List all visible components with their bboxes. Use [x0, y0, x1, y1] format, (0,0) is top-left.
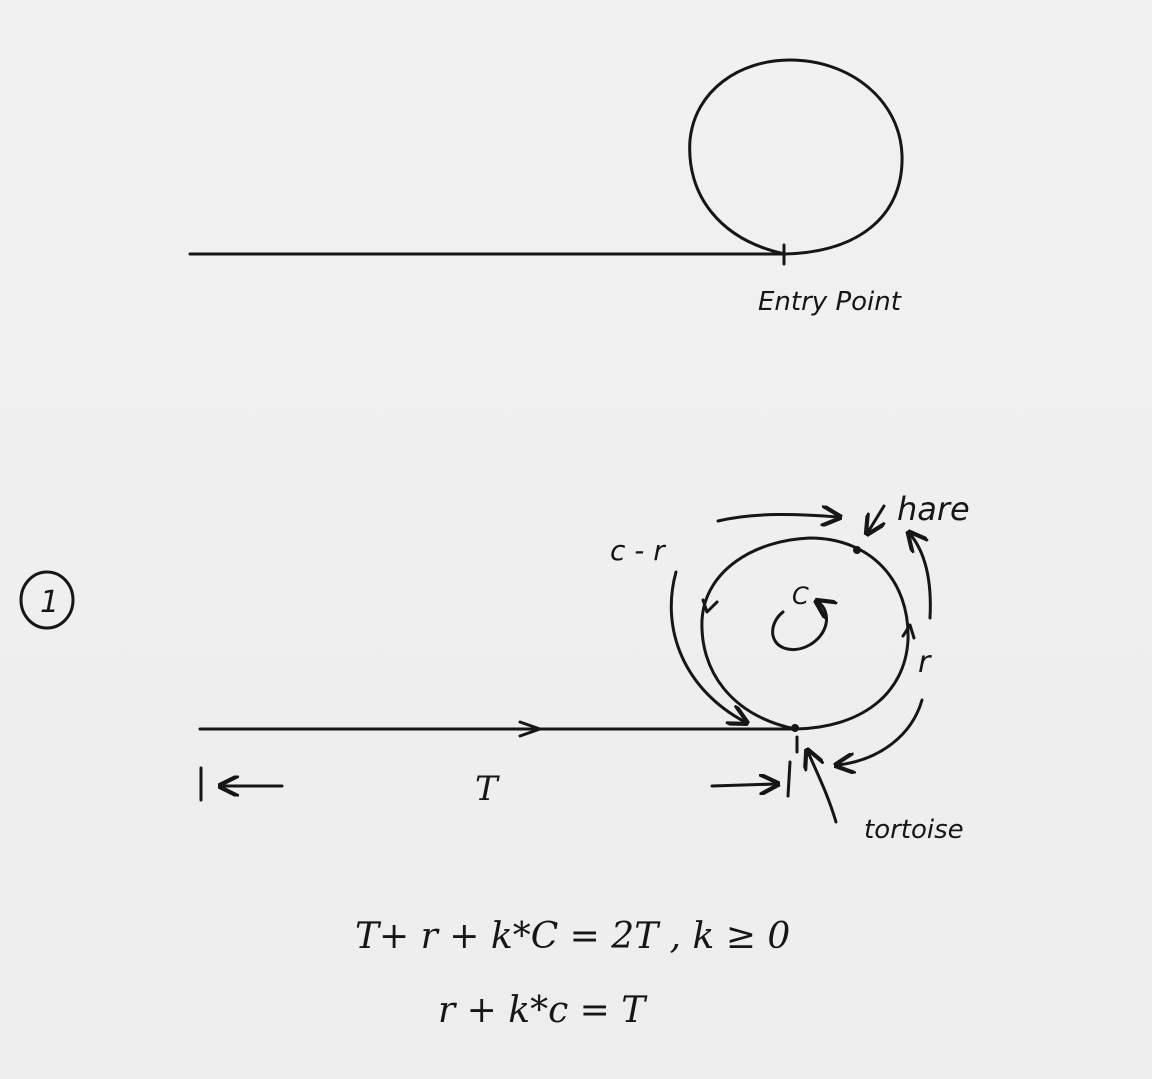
r-bottom-arrow	[838, 698, 924, 765]
figure-tortoise-hare: 1 c - r hare r C T	[19, 490, 970, 845]
meeting-point-dot	[791, 724, 799, 732]
cycle-arrow-right	[901, 623, 916, 640]
hare-label: hare	[897, 490, 970, 528]
cycle-length-label: C	[792, 582, 809, 610]
tortoise-pointer-arrow	[808, 752, 838, 824]
t-span-end-tick	[786, 760, 792, 798]
equation-2: r + k*c = T	[438, 990, 648, 1031]
cycle-arrow-left	[701, 598, 719, 614]
t-span-right-arrow	[710, 784, 776, 786]
equations: T+ r + k*C = 2T , k ≥ 0 r + k*c = T	[355, 916, 790, 1031]
tortoise-label: tortoise	[864, 815, 964, 845]
equation-1: T+ r + k*C = 2T , k ≥ 0	[355, 916, 790, 957]
cycle-loop	[700, 536, 910, 731]
r-label: r	[918, 645, 932, 680]
top-distance-arrow	[716, 514, 838, 521]
hare-point-dot	[853, 546, 861, 554]
figure-entry-point: Entry Point	[188, 58, 904, 317]
c-minus-r-arrow	[669, 570, 745, 722]
c-minus-r-label: c - r	[610, 534, 666, 567]
hare-pointer-arrow	[868, 504, 884, 532]
step-marker-circle	[19, 570, 75, 630]
entry-point-label: Entry Point	[758, 287, 902, 317]
circular-arrow-icon	[771, 602, 827, 651]
t-label: T	[475, 769, 500, 809]
r-up-arrow	[910, 534, 932, 620]
cycle-loop	[688, 58, 904, 256]
step-marker-number: 1	[40, 585, 59, 620]
path-direction-arrow	[518, 720, 542, 738]
